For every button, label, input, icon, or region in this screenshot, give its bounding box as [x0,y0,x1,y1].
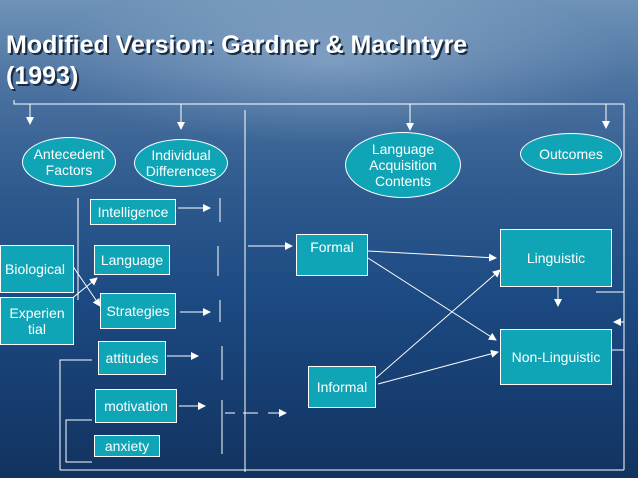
antecedent-factors-oval: Antecedent Factors [22,137,116,187]
top-frame-line [13,100,625,470]
arrow-experiential-strategies [69,277,98,301]
arrow-formal-nonlinguistic [367,257,497,341]
individual-differences-oval: Individual Differences [134,139,228,187]
attitudes-box: attitudes [98,341,166,375]
language-box: Language [94,245,170,275]
anxiety-box: anxiety [94,435,160,457]
informal-box: Informal [308,366,376,408]
title-line-1: Modified Version: Gardner & MacIntyre [6,31,468,59]
formal-box: Formal [296,234,368,276]
slide-title: Modified Version: Gardner & MacIntyre (1… [6,30,606,92]
connector-bottom-1 [59,359,92,470]
biological-box: Biological [0,245,74,293]
strategies-box: Strategies [100,293,176,329]
outcomes-oval: Outcomes [520,133,622,175]
connector-bottom-2 [65,419,92,463]
arrow-formal-linguistic [367,250,497,262]
motivation-box: motivation [95,389,177,423]
linguistic-box: Linguistic [500,229,612,287]
arrow-informal-linguistic [375,269,501,379]
arrow-biological-strategies [69,261,101,307]
arrow-informal-nonlinguistic [377,349,499,385]
title-line-2: (1993) [6,62,79,90]
language-acquisition-contents-oval: Language Acquisition Contents [345,132,461,198]
non-linguistic-box: Non-Linguistic [500,329,612,385]
experiential-box: Experien tial [0,297,74,345]
intelligence-box: Intelligence [90,199,176,225]
